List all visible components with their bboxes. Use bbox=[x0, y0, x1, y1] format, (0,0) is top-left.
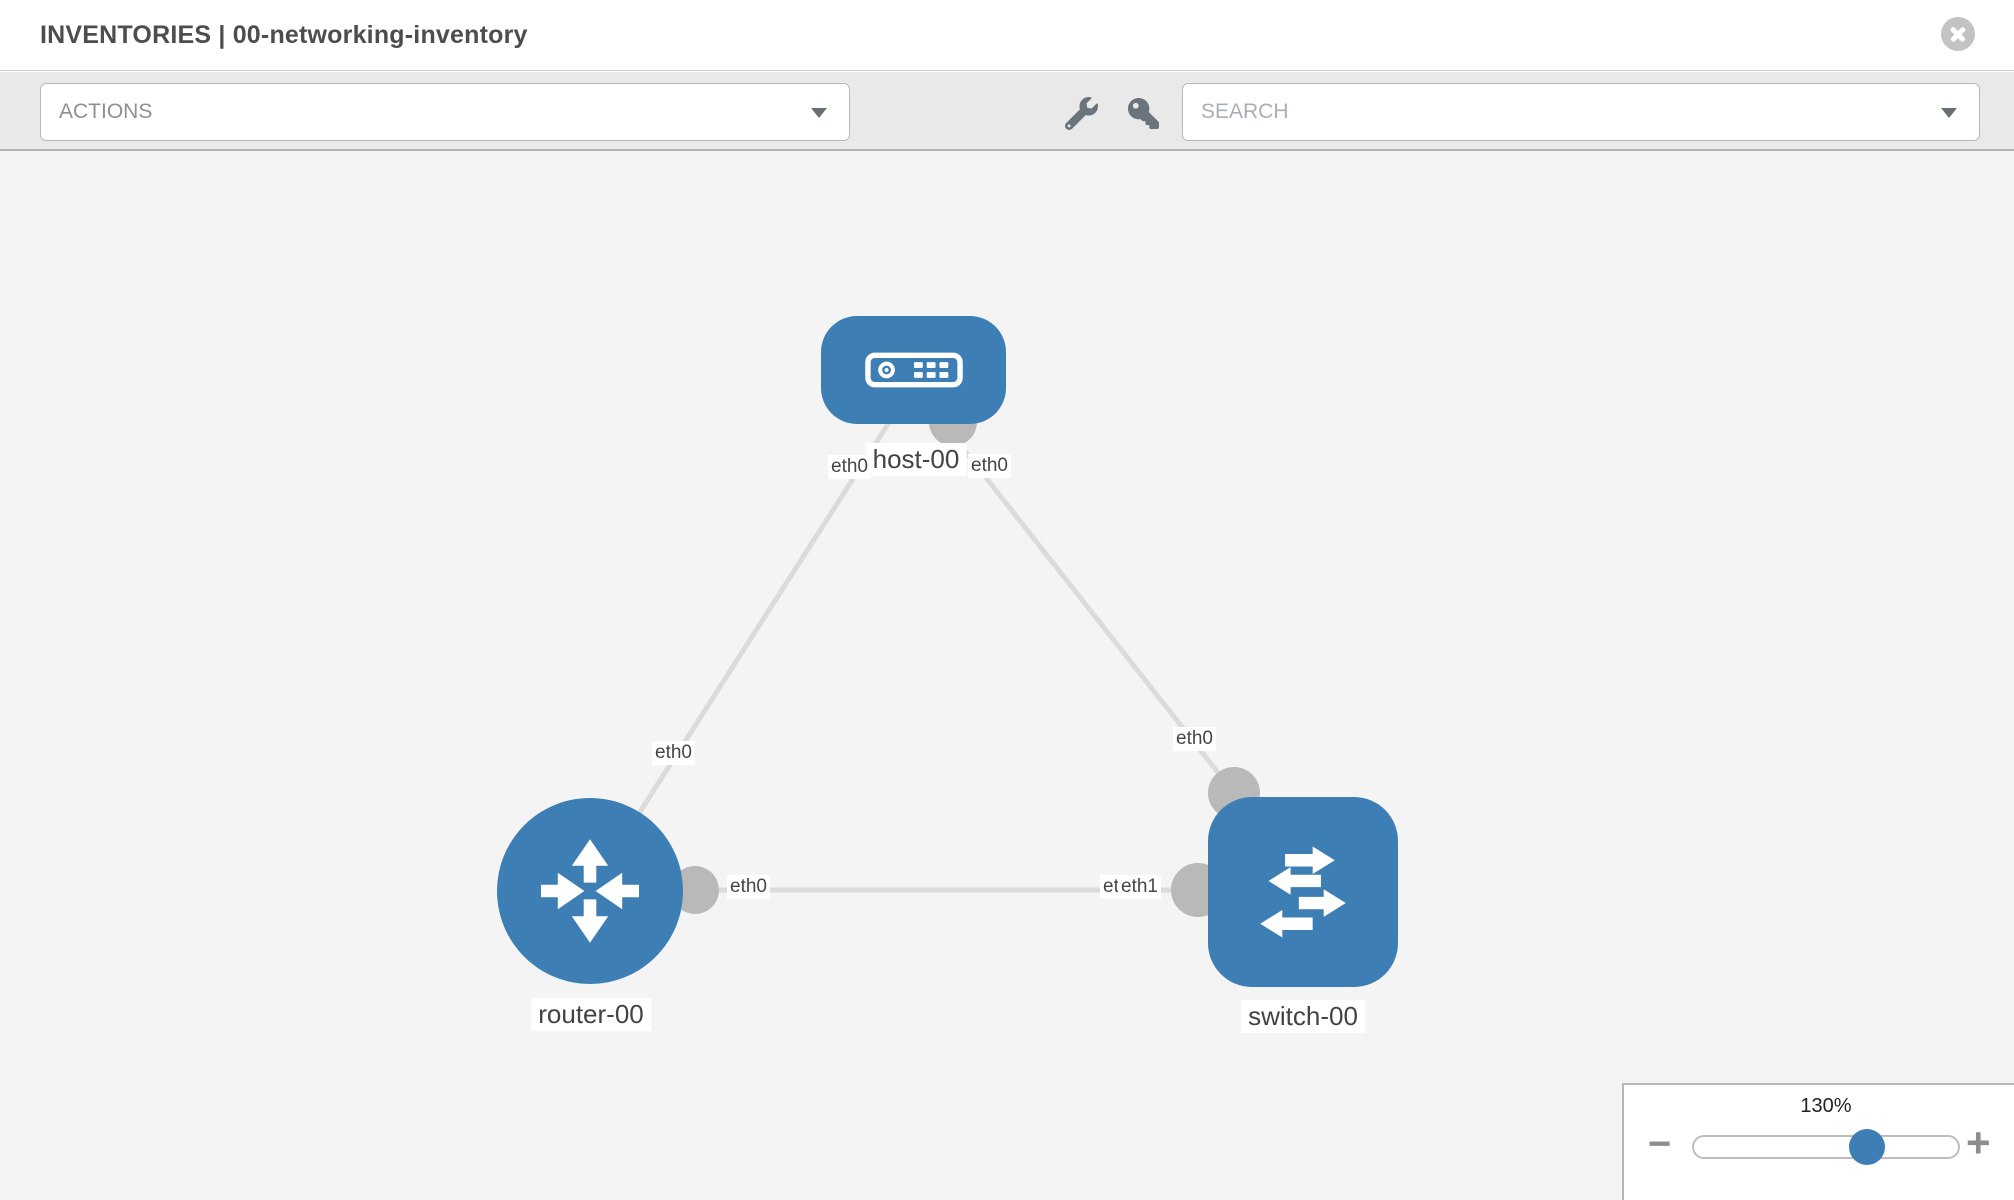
credentials-button[interactable] bbox=[1120, 90, 1166, 136]
toolbar: ACTIONS SEARCH bbox=[0, 72, 2014, 151]
chevron-down-icon bbox=[1941, 108, 1957, 118]
zoom-slider-thumb[interactable] bbox=[1849, 1129, 1885, 1165]
node-label-router: router-00 bbox=[531, 998, 651, 1031]
link-host-switch[interactable] bbox=[911, 383, 1236, 795]
topology-canvas[interactable]: host-00 router-00 switch-00 eth0 eth0 et… bbox=[0, 151, 2014, 1200]
configure-button[interactable] bbox=[1058, 90, 1104, 136]
interface-label-host-eth0-right: eth0 bbox=[968, 454, 1011, 478]
zoom-in-button[interactable]: + bbox=[1966, 1119, 1991, 1166]
search-dropdown[interactable]: SEARCH bbox=[1182, 83, 1980, 141]
interface-label-host-eth0-left: eth0 bbox=[828, 455, 871, 479]
node-host-00[interactable] bbox=[821, 316, 1006, 424]
actions-dropdown-label: ACTIONS bbox=[59, 100, 153, 123]
interface-dot-router-eth0 bbox=[671, 866, 719, 914]
zoom-out-button[interactable]: − bbox=[1648, 1122, 1672, 1166]
interface-label-switch-eth0: eth0 bbox=[1173, 727, 1216, 751]
close-button[interactable] bbox=[1941, 17, 1975, 51]
zoom-control-panel: 130% − + bbox=[1622, 1083, 2014, 1200]
wrench-icon bbox=[1064, 96, 1098, 130]
switch-icon bbox=[1260, 846, 1346, 938]
topology-links-layer bbox=[587, 383, 1260, 917]
node-switch-00[interactable] bbox=[1208, 797, 1398, 987]
zoom-level-value: 130% bbox=[1800, 1095, 1852, 1117]
actions-dropdown[interactable]: ACTIONS bbox=[40, 83, 850, 141]
router-icon bbox=[541, 839, 639, 943]
node-label-switch: switch-00 bbox=[1241, 1000, 1365, 1033]
interface-label-router-eth0: eth0 bbox=[652, 741, 695, 765]
search-placeholder: SEARCH bbox=[1201, 100, 1289, 123]
host-icon bbox=[864, 352, 963, 388]
key-icon bbox=[1127, 97, 1159, 129]
page-title: INVENTORIES | 00-networking-inventory bbox=[40, 21, 528, 49]
interface-label-switch-eth1: eth1 bbox=[1118, 875, 1161, 899]
interface-label-router-eth0-horizontal: eth0 bbox=[727, 875, 770, 899]
header: INVENTORIES | 00-networking-inventory bbox=[0, 0, 2014, 71]
node-label-host: host-00 bbox=[865, 443, 967, 476]
zoom-slider-track[interactable] bbox=[1692, 1129, 1960, 1165]
node-router-00[interactable] bbox=[497, 798, 683, 984]
chevron-down-icon bbox=[811, 108, 827, 118]
